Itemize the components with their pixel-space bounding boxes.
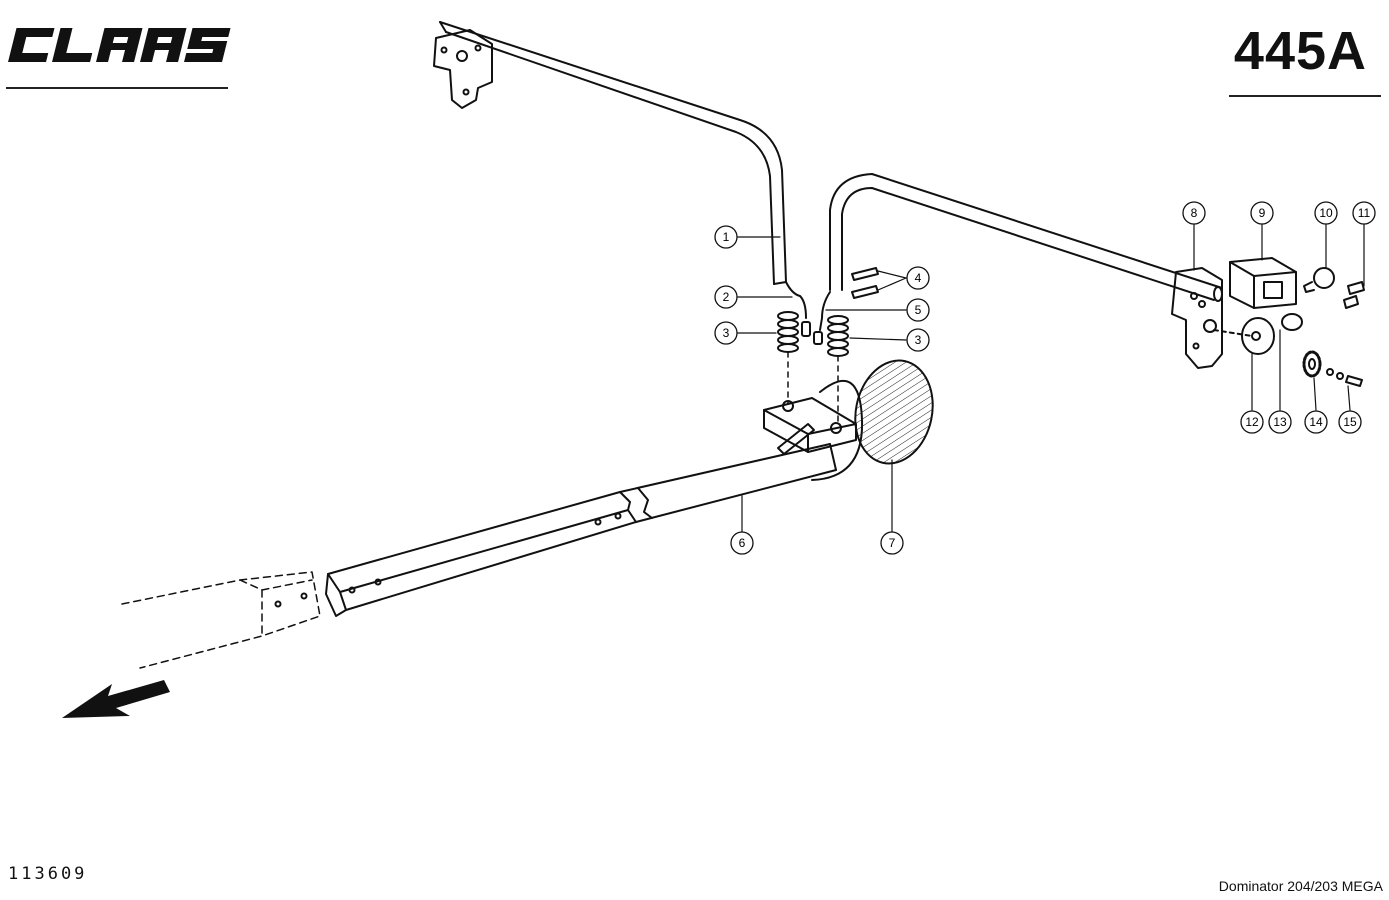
callout-11: 11 <box>1352 201 1376 225</box>
callout-13: 13 <box>1268 410 1292 434</box>
ring-back <box>811 380 864 481</box>
svg-text:7: 7 <box>889 536 896 550</box>
logo-underline <box>6 87 228 89</box>
square-tube <box>325 443 837 617</box>
svg-text:3: 3 <box>723 326 730 340</box>
page-code: 445A <box>1233 21 1367 81</box>
svg-text:12: 12 <box>1245 415 1259 429</box>
screws-part <box>1343 281 1365 309</box>
spring-left <box>777 311 799 353</box>
svg-text:8: 8 <box>1191 206 1198 220</box>
wire-right <box>819 291 831 331</box>
model-label: Dominator 204/203 MEGA <box>1218 878 1383 894</box>
connector-right <box>813 331 823 345</box>
direction-arrow-icon <box>62 680 170 718</box>
callout-2: 2 <box>714 285 738 309</box>
svg-text:1: 1 <box>723 230 730 244</box>
nut-bolt <box>1326 368 1363 387</box>
drawing-number: 113609 <box>8 864 88 884</box>
connector-left <box>801 321 811 337</box>
left-rod <box>439 21 787 285</box>
svg-text:13: 13 <box>1273 415 1287 429</box>
pins <box>851 267 879 299</box>
left-mount-bracket <box>433 29 493 109</box>
callout-8: 8 <box>1182 201 1206 225</box>
washer-disk <box>1213 317 1275 355</box>
svg-text:10: 10 <box>1319 206 1333 220</box>
callout-4: 4 <box>906 266 930 290</box>
callout-7: 7 <box>880 531 904 555</box>
svg-text:9: 9 <box>1259 206 1266 220</box>
callout-1: 1 <box>714 225 738 249</box>
callout-9: 9 <box>1250 201 1274 225</box>
callout-15: 15 <box>1338 410 1362 434</box>
right-rod <box>829 173 1223 302</box>
claas-logo <box>8 28 231 62</box>
callout-6: 6 <box>730 531 754 555</box>
callout-14: 14 <box>1304 410 1328 434</box>
mirror-disk <box>854 359 934 465</box>
callout-5: 5 <box>906 298 930 322</box>
spring-right <box>827 315 849 357</box>
gear-washer <box>1302 350 1322 378</box>
svg-text:15: 15 <box>1343 415 1357 429</box>
callout-12: 12 <box>1240 410 1264 434</box>
tube-end <box>121 571 321 669</box>
bulb-part <box>1303 267 1335 293</box>
svg-text:11: 11 <box>1358 206 1371 220</box>
switch-housing <box>1229 257 1297 309</box>
svg-text:6: 6 <box>739 536 746 550</box>
page-code-underline <box>1229 95 1381 97</box>
svg-text:4: 4 <box>915 271 922 285</box>
mounting-block <box>763 397 857 455</box>
callout-3-left: 3 <box>714 321 738 345</box>
svg-text:14: 14 <box>1309 415 1323 429</box>
cap-part <box>1281 313 1303 331</box>
callout-10: 10 <box>1314 201 1338 225</box>
svg-text:2: 2 <box>723 290 730 304</box>
svg-text:3: 3 <box>915 333 922 347</box>
callout-3-right: 3 <box>906 328 930 352</box>
right-mount-bracket <box>1171 267 1223 369</box>
svg-text:5: 5 <box>915 303 922 317</box>
wire-left <box>785 281 807 319</box>
